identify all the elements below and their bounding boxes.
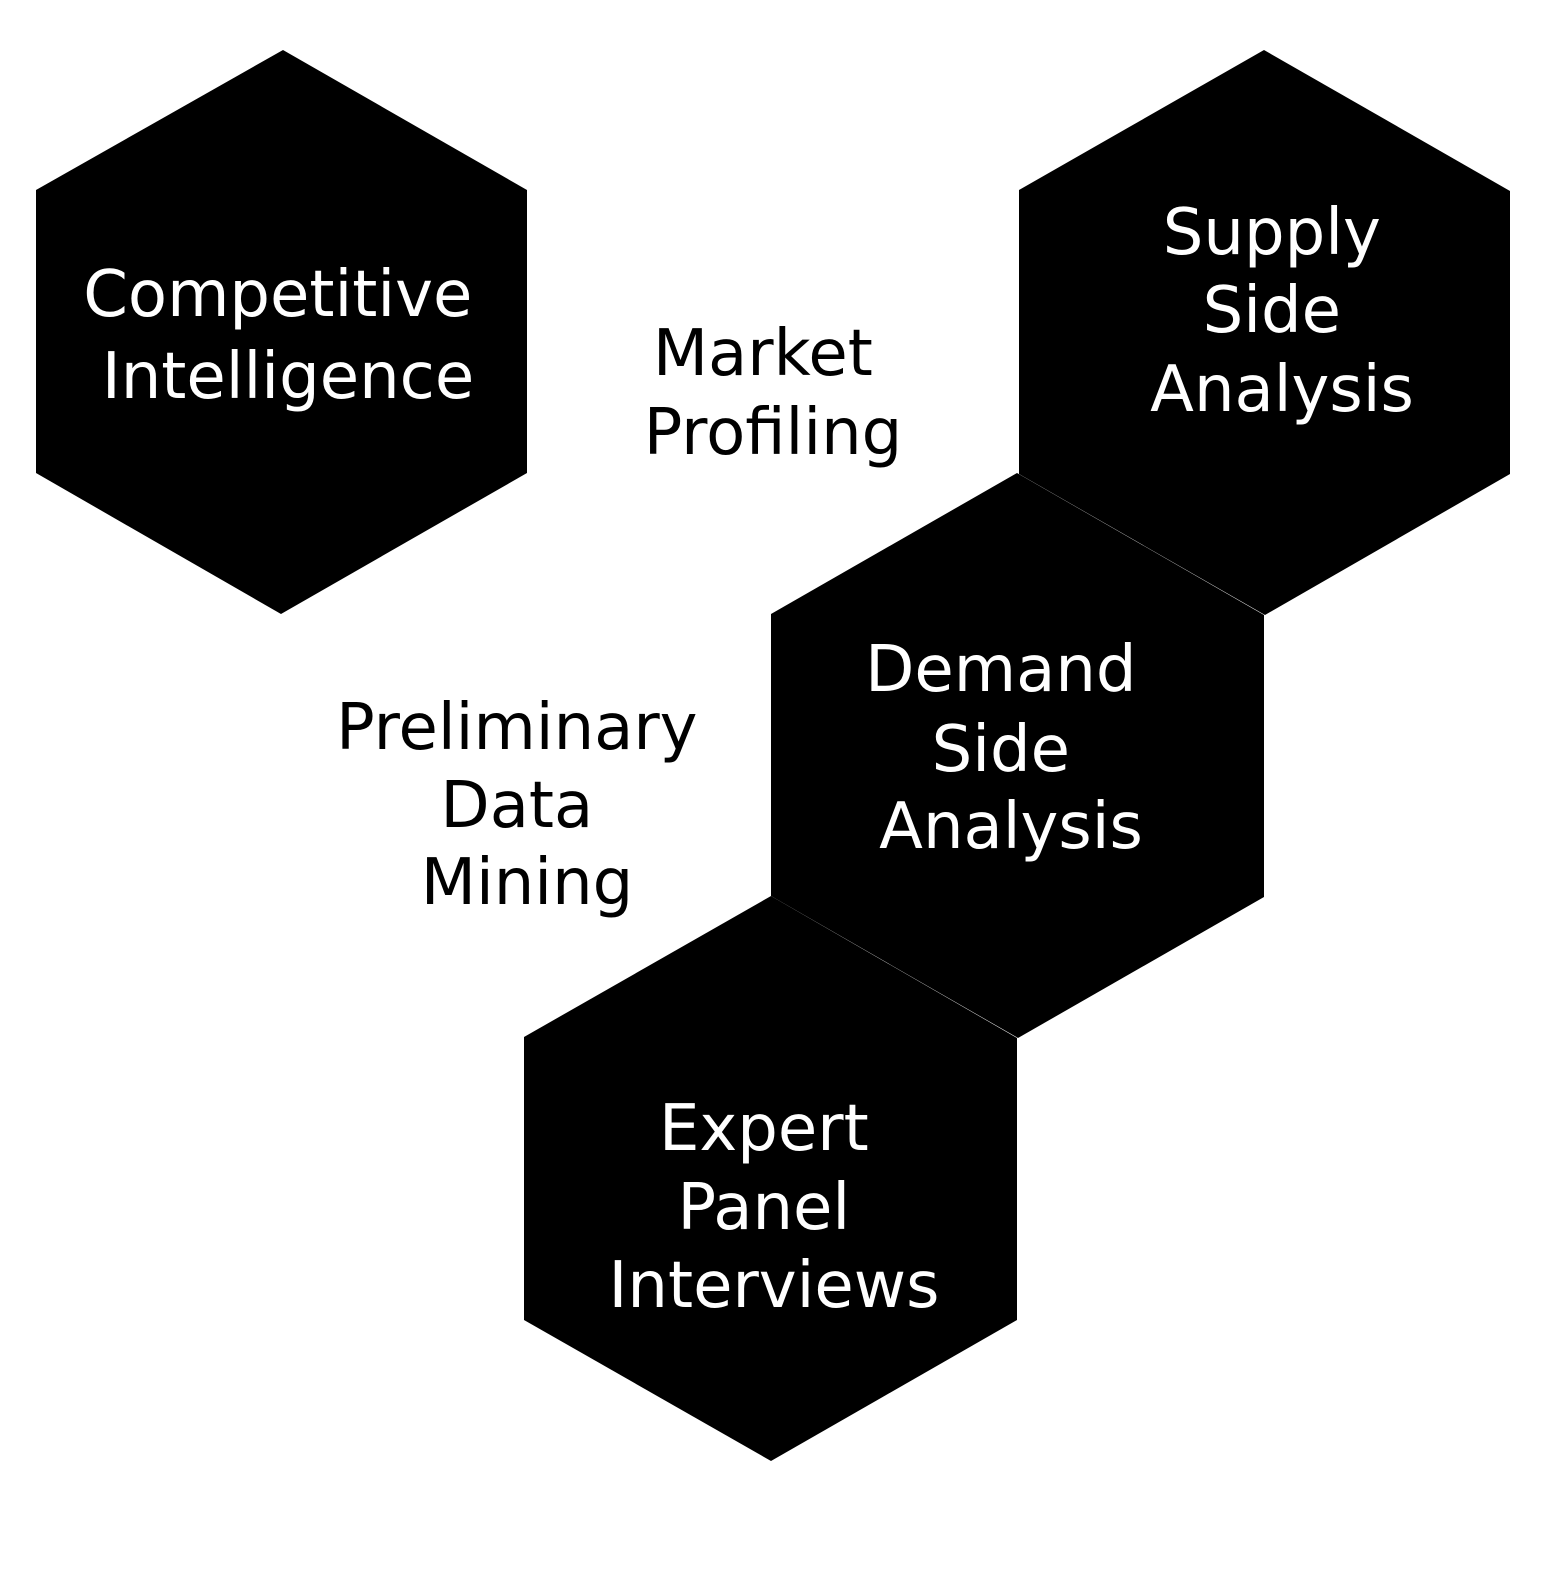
hexagon-expert-panel-interviews: Expert Panel Interviews: [524, 896, 1017, 1461]
hexagon-competitive-intelligence-shape: [36, 50, 527, 614]
hexagon-demand-side-analysis-shape: [771, 473, 1264, 1038]
hexagon-demand-side-analysis-label: Demand Side Analysis: [865, 633, 1157, 864]
label-line: Profiling: [644, 396, 903, 470]
hexagon-demand-side-analysis: Demand Side Analysis: [771, 473, 1264, 1038]
label-line: Mining: [421, 846, 634, 920]
hexagon-label-line: Side: [932, 713, 1070, 787]
hexagon-label-line: Demand: [865, 633, 1136, 707]
hexagon-label-line: Intelligence: [102, 340, 474, 414]
hexagon-label-line: Side: [1203, 274, 1341, 348]
hexagon-expert-panel-interviews-shape: [524, 896, 1017, 1461]
label-preliminary-data-mining: Preliminary Data Mining: [336, 691, 718, 920]
hexagon-competitive-intelligence: Competitive Intelligence: [36, 50, 527, 614]
label-market-profiling: Market Profiling: [644, 317, 903, 470]
label-line: Market: [653, 317, 873, 391]
hexagon-label-line: Analysis: [879, 790, 1143, 864]
hexagon-label-line: Interviews: [609, 1249, 940, 1323]
hexagon-label-line: Panel: [678, 1171, 851, 1245]
label-line: Data: [440, 769, 593, 843]
hexagon-competitive-intelligence-label: Competitive Intelligence: [83, 258, 493, 414]
hexagon-label-line: Expert: [659, 1092, 869, 1166]
hexagon-supply-side-analysis: Supply Side Analysis: [1019, 50, 1510, 615]
hexagon-expert-panel-interviews-label: Expert Panel Interviews: [609, 1092, 940, 1323]
hexagon-label-line: Analysis: [1150, 353, 1414, 427]
hexagon-label-line: Competitive: [83, 258, 472, 332]
hexagon-supply-side-analysis-shape: [1019, 50, 1510, 615]
hexagon-supply-side-analysis-label: Supply Side Analysis: [1150, 196, 1414, 427]
hexagon-label-line: Supply: [1163, 196, 1381, 270]
label-line: Preliminary: [336, 691, 697, 765]
